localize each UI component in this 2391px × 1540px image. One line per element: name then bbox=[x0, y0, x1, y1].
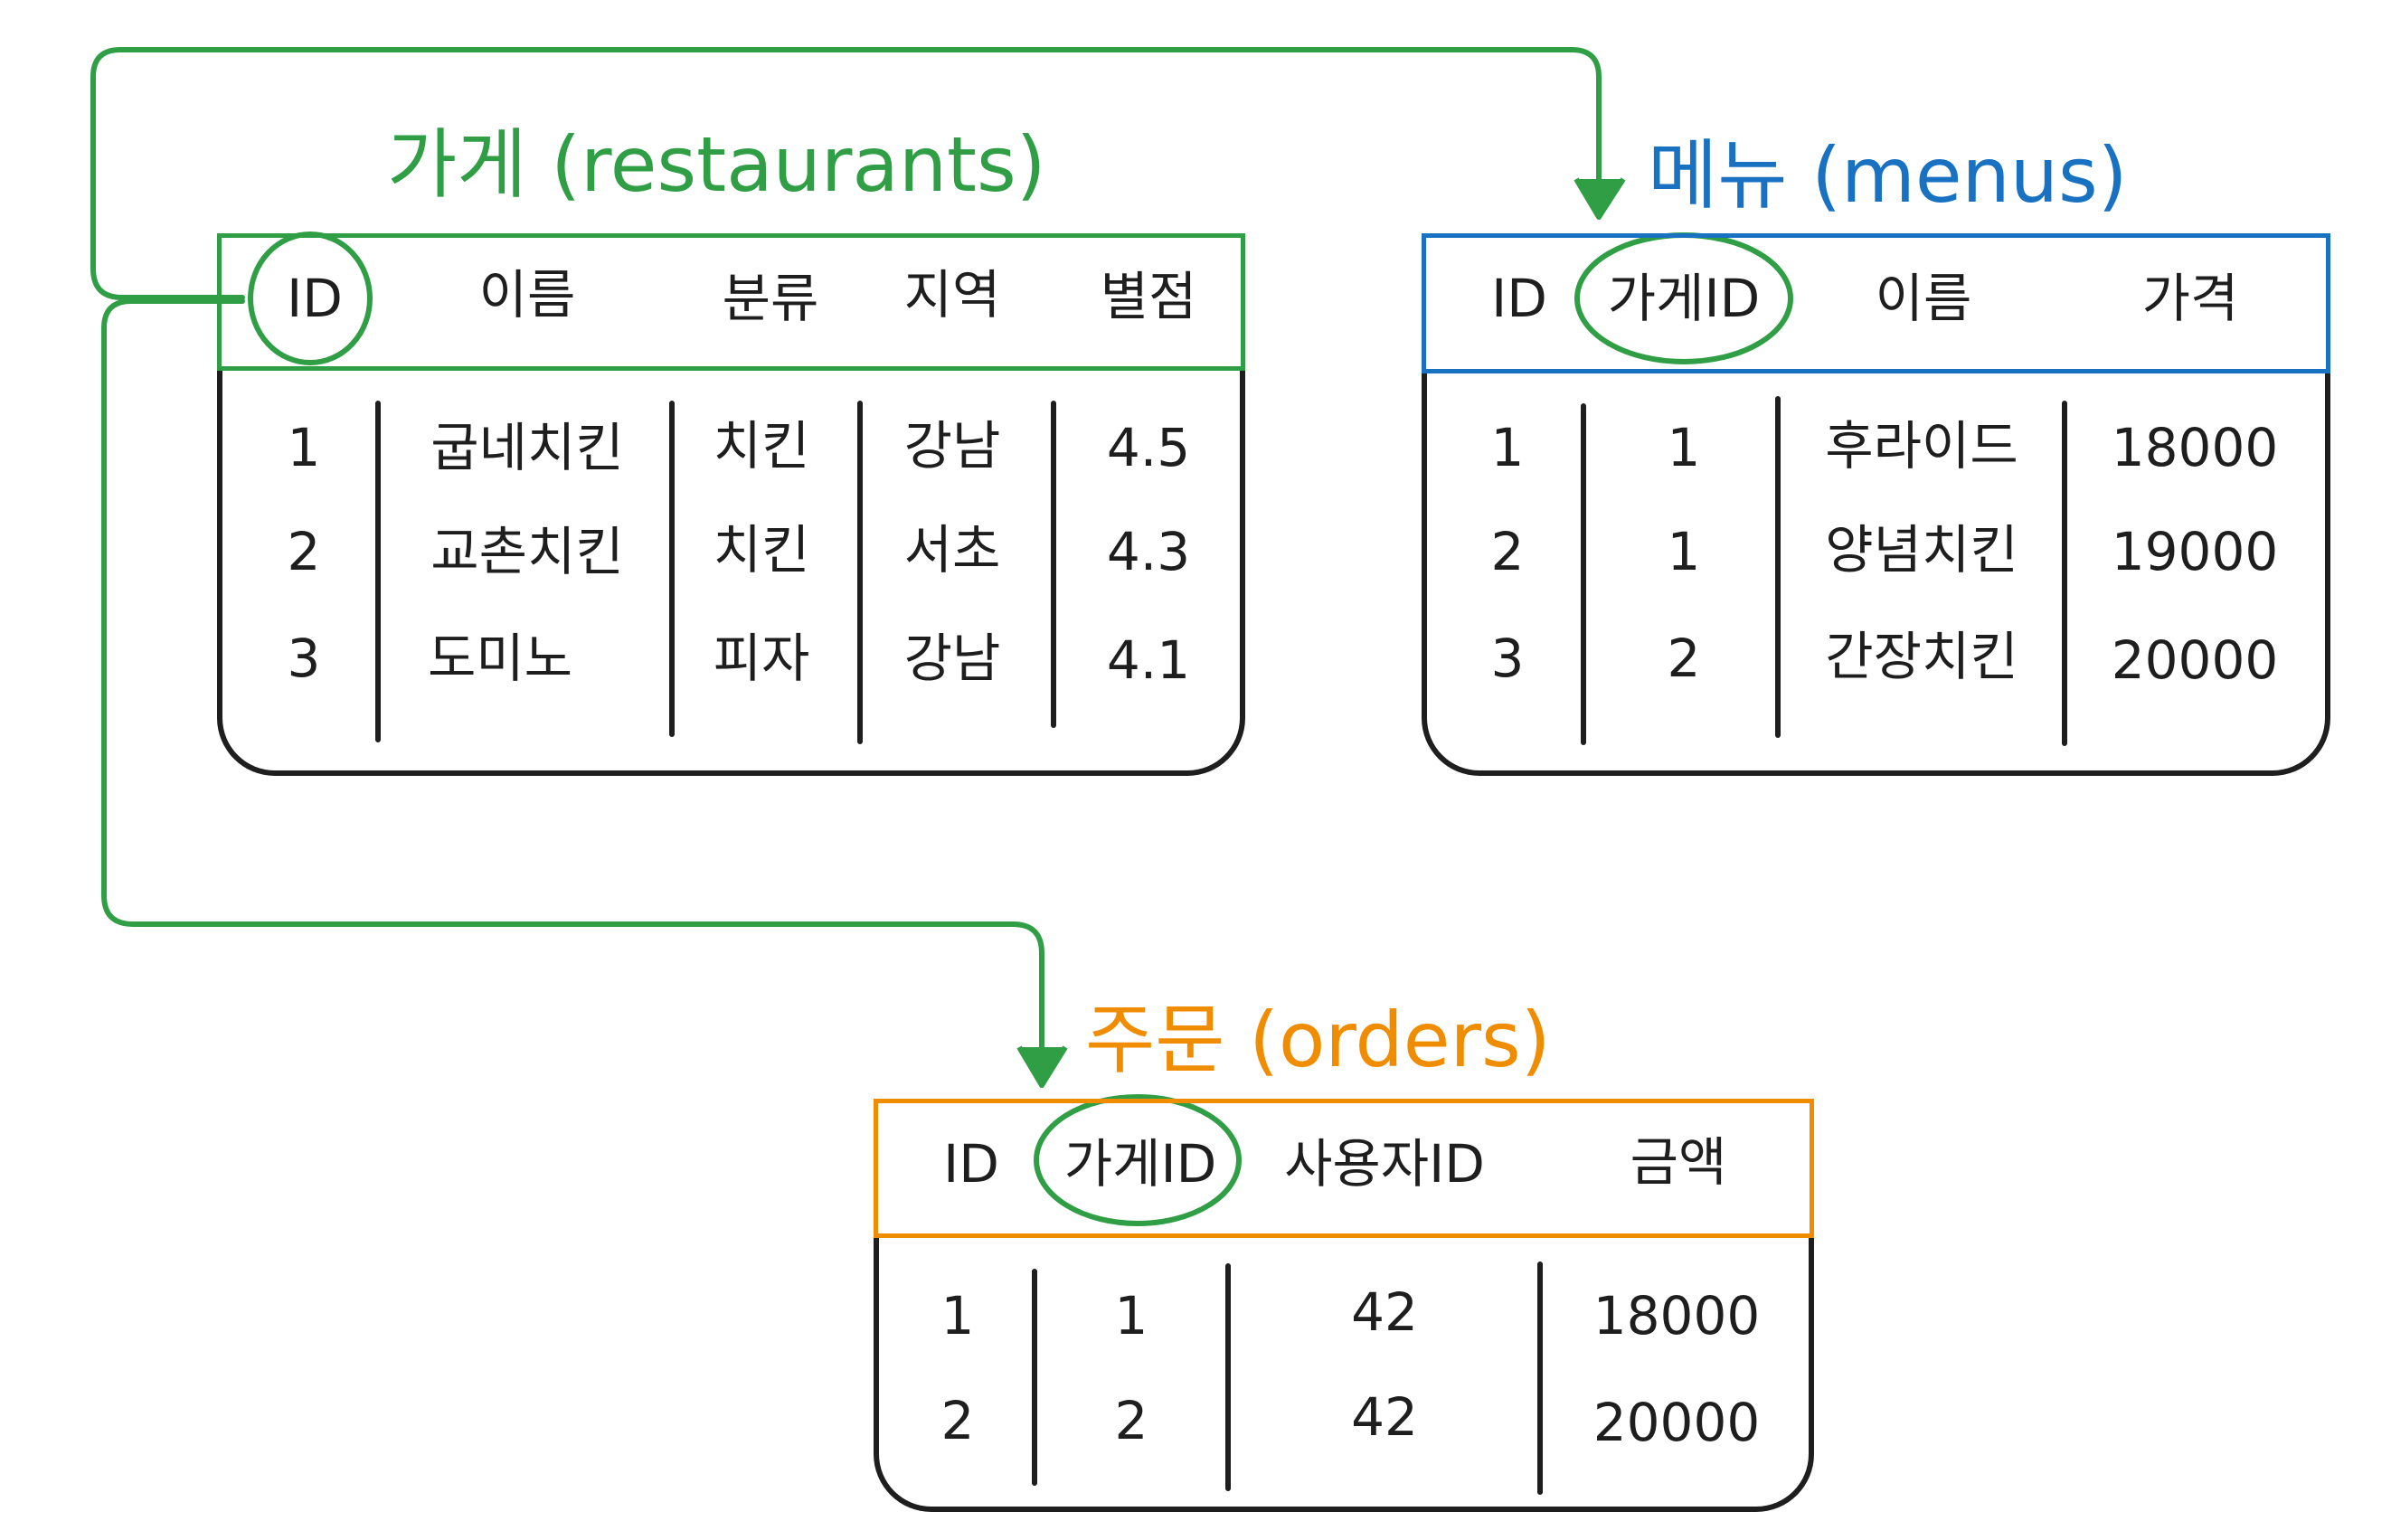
table-cell: 20000 bbox=[2111, 629, 2279, 691]
orders-header-user-id: 사용자ID bbox=[1284, 1133, 1485, 1195]
table-cell: 2 bbox=[940, 1390, 975, 1451]
menus-header-store-id: 가게ID bbox=[1607, 268, 1761, 329]
table-cell: 18000 bbox=[1592, 1285, 1761, 1346]
column-divider bbox=[1051, 401, 1056, 728]
table-cell: 3 bbox=[1490, 628, 1525, 689]
table-cell: 도미노 bbox=[427, 628, 573, 689]
table-cell: 1 bbox=[287, 417, 321, 478]
column-divider bbox=[1225, 1263, 1231, 1491]
table-cell: 굽네치킨 bbox=[430, 417, 624, 478]
column-divider bbox=[2062, 401, 2067, 746]
column-divider bbox=[375, 401, 381, 742]
restaurants-header-name: 이름 bbox=[478, 264, 576, 326]
table-cell: 2 bbox=[1490, 521, 1525, 582]
menus-table: ID 가게ID 이름 가격 1 1 후라이드 18000 2 1 양념치킨 19… bbox=[1422, 233, 2330, 776]
table-cell: 서초 bbox=[903, 519, 1001, 581]
orders-body bbox=[874, 1238, 1814, 1512]
table-cell: 1 bbox=[1667, 521, 1701, 582]
orders-header-store-id: 가게ID bbox=[1063, 1133, 1217, 1195]
table-cell: 2 bbox=[287, 521, 321, 582]
restaurants-header-rating: 별점 bbox=[1100, 266, 1197, 327]
table-cell: 피자 bbox=[713, 628, 810, 689]
table-cell: 42 bbox=[1351, 1281, 1418, 1343]
restaurants-header-region: 지역 bbox=[903, 264, 1001, 326]
restaurants-header-row bbox=[217, 233, 1245, 371]
table-cell: 강남 bbox=[903, 415, 1001, 477]
table-cell: 간장치킨 bbox=[1825, 626, 2018, 687]
column-divider bbox=[1775, 396, 1781, 738]
table-cell: 42 bbox=[1351, 1386, 1418, 1448]
column-divider bbox=[1581, 403, 1586, 745]
table-cell: 18000 bbox=[2111, 417, 2279, 478]
table-cell: 후라이드 bbox=[1825, 415, 2018, 477]
menus-body bbox=[1422, 373, 2330, 776]
menus-header-name: 이름 bbox=[1875, 268, 1972, 329]
column-divider bbox=[1537, 1261, 1543, 1495]
table-cell: 1 bbox=[1667, 417, 1701, 478]
arrowhead-menus bbox=[1574, 177, 1626, 220]
table-cell: 양념치킨 bbox=[1825, 519, 2018, 581]
table-cell: 1 bbox=[1490, 417, 1525, 478]
table-cell: 강남 bbox=[903, 628, 1001, 689]
restaurants-header-id: ID bbox=[287, 268, 343, 329]
table-cell: 4.1 bbox=[1106, 629, 1191, 691]
table-cell: 2 bbox=[1114, 1390, 1148, 1451]
table-cell: 치킨 bbox=[713, 519, 810, 581]
orders-title: 주문 (orders) bbox=[1085, 996, 1551, 1084]
table-cell: 1 bbox=[940, 1285, 975, 1346]
table-cell: 교촌치킨 bbox=[430, 521, 624, 582]
table-cell: 3 bbox=[287, 628, 321, 689]
orders-header-amount: 금액 bbox=[1630, 1131, 1727, 1193]
table-cell: 4.5 bbox=[1106, 417, 1191, 478]
menus-title: 메뉴 (menus) bbox=[1648, 131, 2128, 220]
orders-table: ID 가게ID 사용자ID 금액 1 1 42 18000 2 2 42 200… bbox=[874, 1099, 1814, 1512]
restaurants-table: ID 이름 분류 지역 별점 1 굽네치킨 치킨 강남 4.5 2 교촌치킨 치… bbox=[217, 233, 1245, 776]
table-cell: 치킨 bbox=[713, 415, 810, 477]
table-cell: 4.3 bbox=[1106, 521, 1191, 582]
restaurants-title: 가게 (restaurants) bbox=[387, 120, 1046, 209]
restaurants-body bbox=[217, 371, 1245, 776]
menus-header-price: 가격 bbox=[2141, 268, 2239, 329]
menus-header-row bbox=[1422, 233, 2330, 373]
orders-header-id: ID bbox=[943, 1133, 999, 1195]
table-cell: 2 bbox=[1667, 628, 1701, 689]
column-divider bbox=[669, 401, 675, 737]
table-cell: 20000 bbox=[1592, 1392, 1761, 1453]
column-divider bbox=[1032, 1269, 1037, 1486]
menus-header-id: ID bbox=[1491, 268, 1547, 329]
orders-header-row bbox=[874, 1099, 1814, 1238]
table-cell: 19000 bbox=[2111, 521, 2279, 582]
arrowhead-orders bbox=[1016, 1045, 1068, 1088]
restaurants-header-category: 분류 bbox=[722, 268, 819, 329]
column-divider bbox=[857, 401, 863, 744]
table-cell: 1 bbox=[1114, 1285, 1148, 1346]
